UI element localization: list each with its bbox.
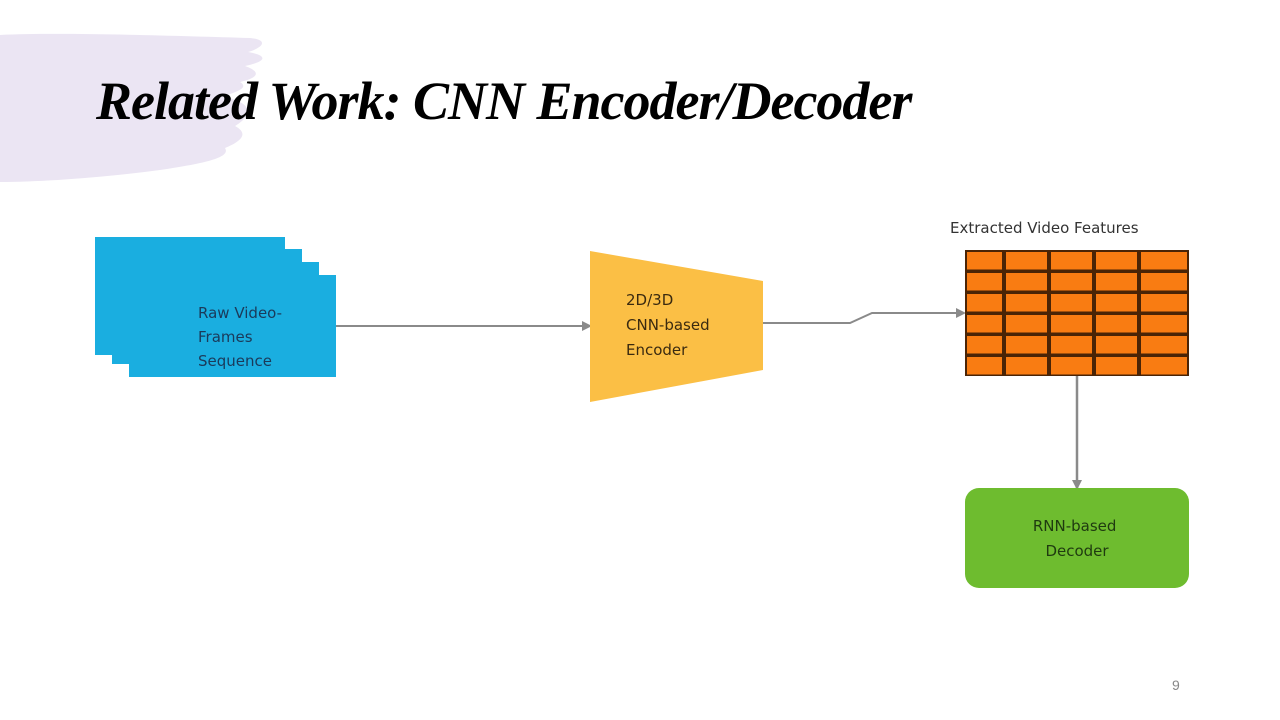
cnn-encoder-node: 2D/3D CNN-based Encoder [590,251,763,402]
features-label: Extracted Video Features [950,219,1139,237]
decoder-label-line: RNN-based [1033,517,1117,535]
brush-stroke-decoration [0,33,263,182]
slide-title: Related Work: CNN Encoder/Decoder [96,71,912,131]
encoder-label-line: CNN-based [626,316,710,334]
arrow-encoder-to-features [763,308,966,324]
encoder-label-line: Encoder [626,341,688,359]
encoder-label-line: 2D/3D [626,291,673,309]
rnn-decoder-node: RNN-based Decoder [965,488,1189,588]
feature-cell [1141,294,1187,312]
feature-cell [1141,315,1187,333]
extracted-features-node: Extracted Video Features [950,219,1189,376]
feature-cell [1141,273,1187,291]
feature-cell [1006,336,1047,354]
feature-grid [965,250,1189,376]
decoder-label: RNN-based Decoder [1033,517,1121,560]
page-number: 9 [1172,677,1180,693]
feature-cell [1141,336,1187,354]
feature-cell [1051,294,1092,312]
feature-cell [1051,315,1092,333]
feature-cell [967,252,1002,270]
feature-cell [1096,336,1137,354]
feature-grid-frame [965,250,1189,376]
decoder-label-line: Decoder [1045,542,1109,560]
feature-cell [1006,294,1047,312]
feature-cell [1096,294,1137,312]
feature-cell [1141,252,1187,270]
frames-label: Raw Video- Frames Sequence [198,304,287,370]
feature-cell [1051,336,1092,354]
feature-cell [1096,357,1137,375]
feature-cell [967,273,1002,291]
feature-cell [1006,315,1047,333]
feature-cell [1006,273,1047,291]
feature-cell [1141,357,1187,375]
feature-cell [1051,273,1092,291]
feature-cell [1096,315,1137,333]
encoder-shape [590,251,763,402]
frame-layer [146,275,336,377]
frames-label-line: Raw Video- [198,304,282,322]
feature-cell [967,357,1002,375]
frames-label-line: Sequence [198,352,272,370]
feature-cell [1096,252,1137,270]
feature-cell [1006,357,1047,375]
feature-cell [1051,357,1092,375]
encoder-label: 2D/3D CNN-based Encoder [626,291,714,359]
raw-frames-node: Raw Video- Frames Sequence [95,237,336,377]
feature-cell [1006,252,1047,270]
feature-cell [967,294,1002,312]
feature-cell [1096,273,1137,291]
frames-label-line: Frames [198,328,253,346]
feature-cell [967,315,1002,333]
feature-cell [1051,252,1092,270]
decoder-shape [965,488,1189,588]
feature-cell [967,336,1002,354]
